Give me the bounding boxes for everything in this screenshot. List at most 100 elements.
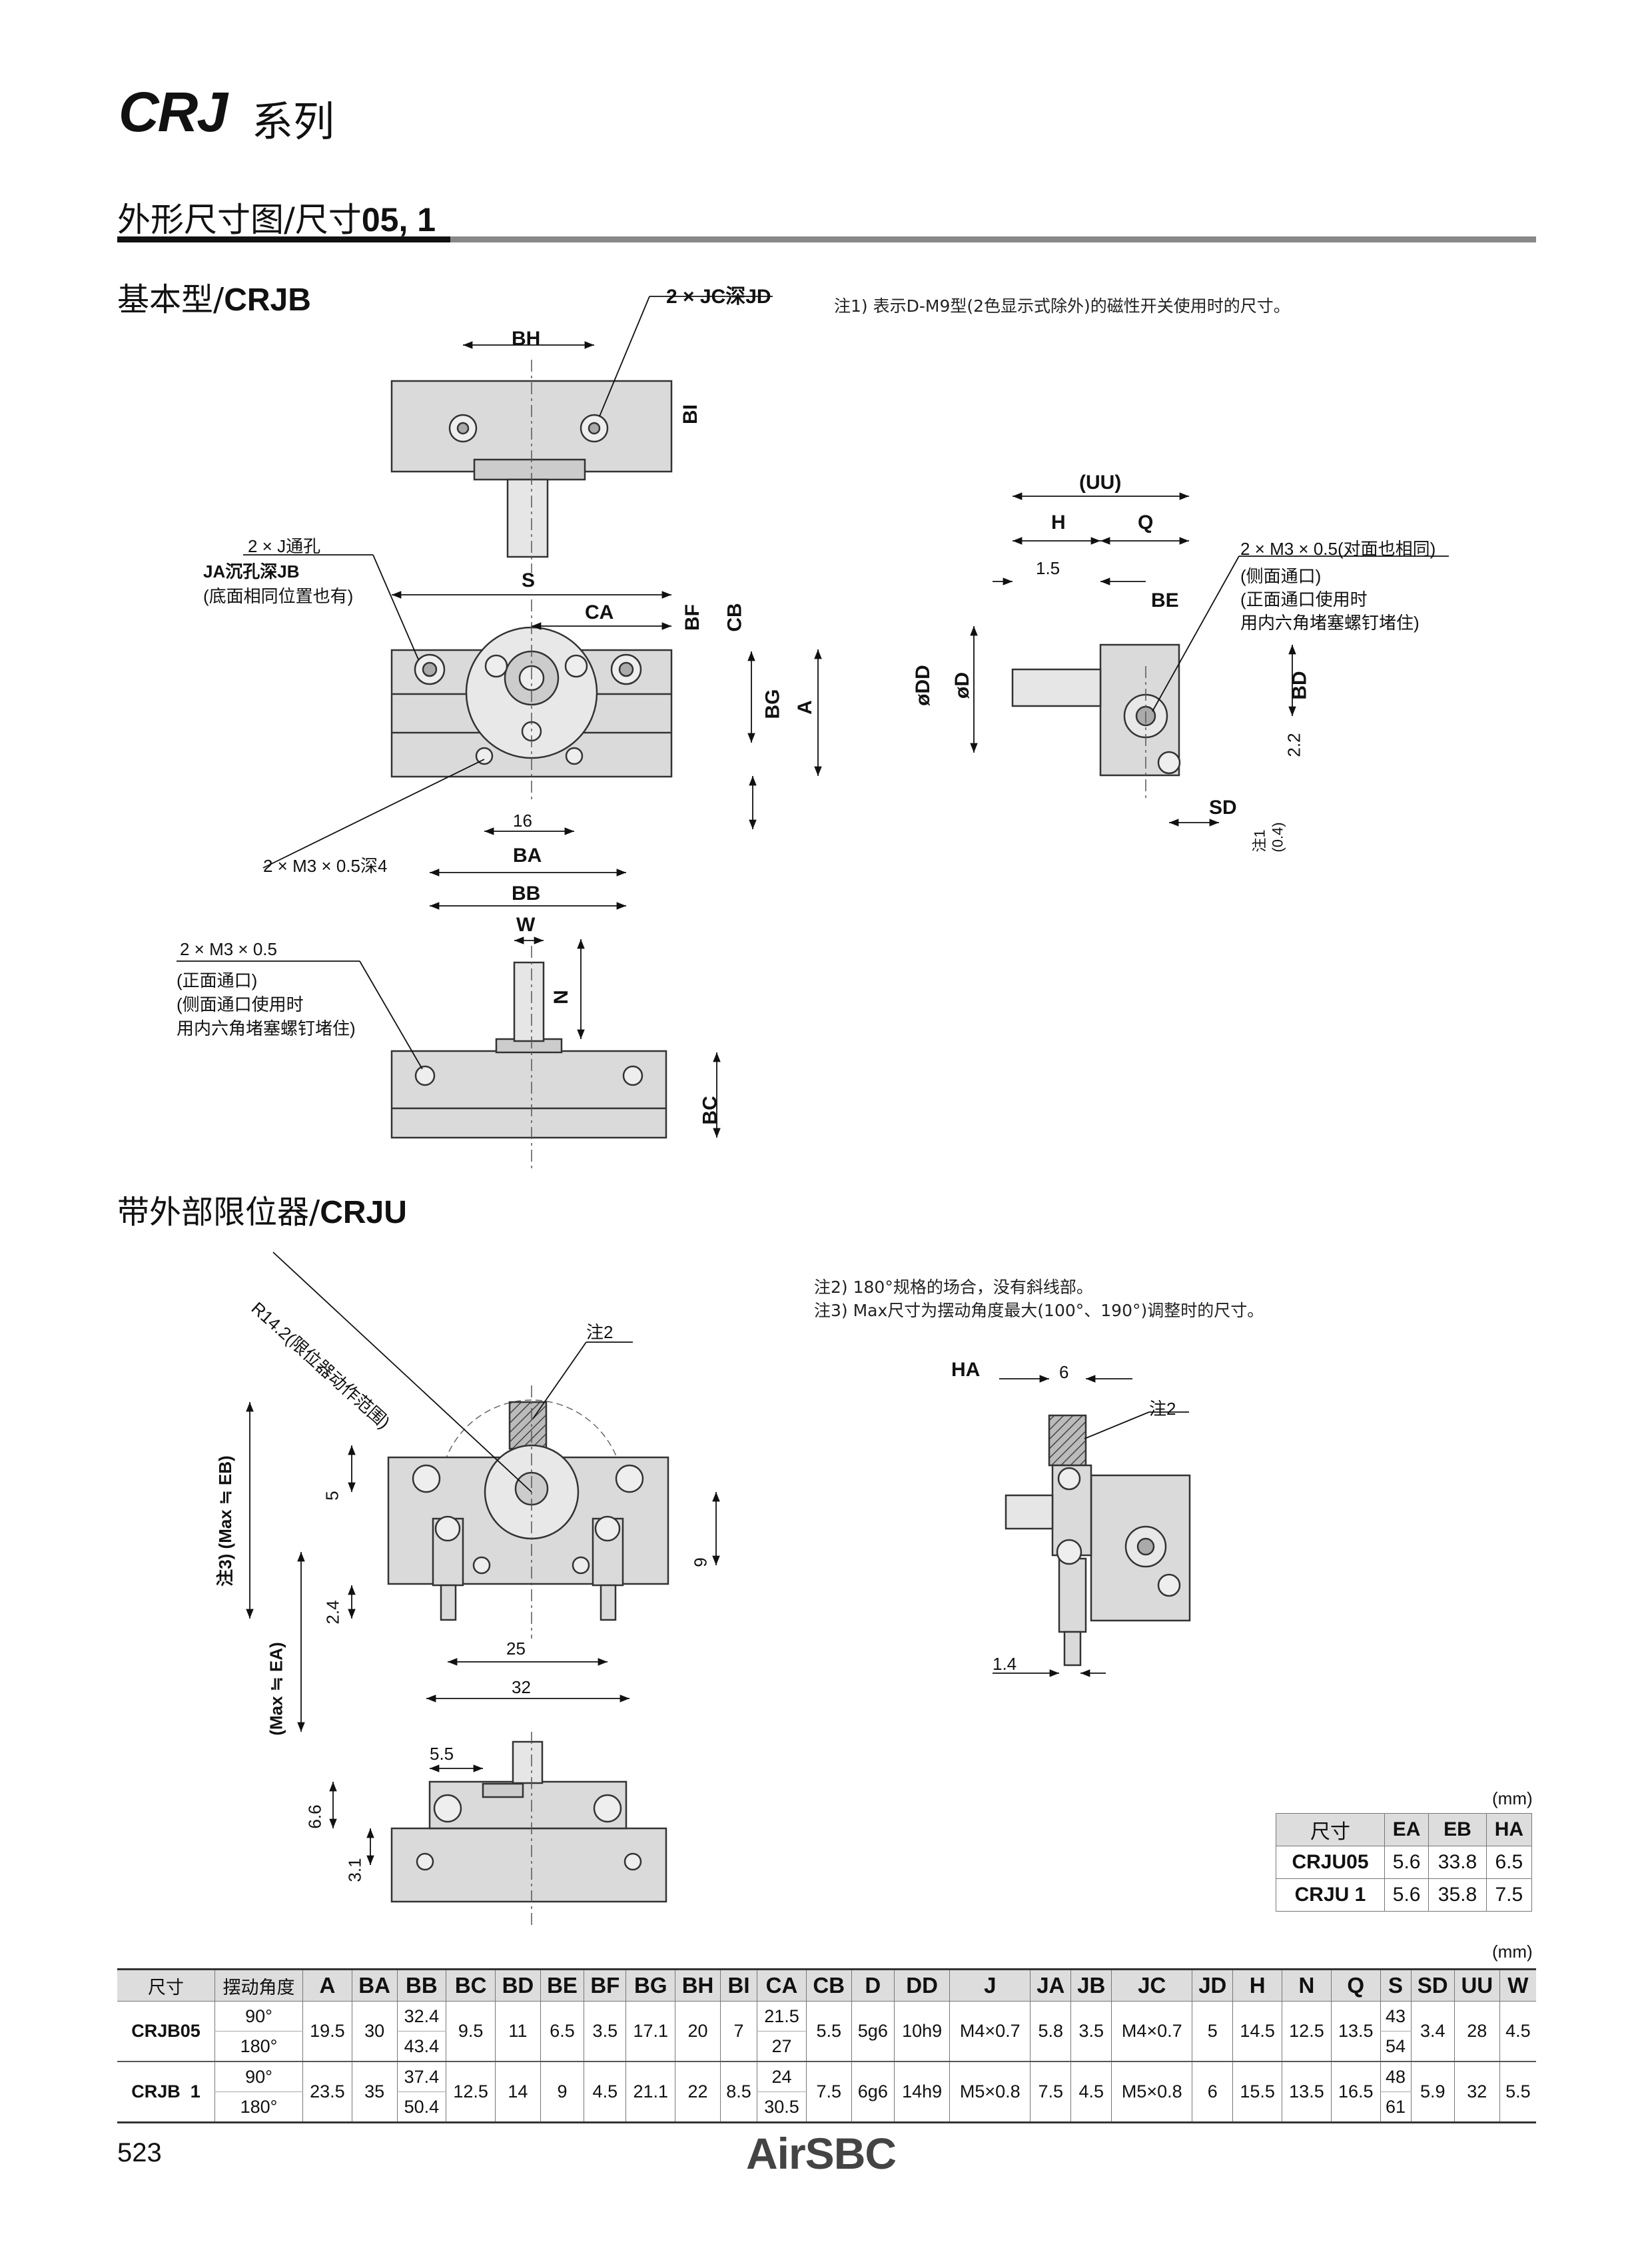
label-32: 32 xyxy=(512,1677,531,1697)
main-table-header: 尺寸 摆动角度 A BA BB BC BD BE BF BG BH BI CA … xyxy=(117,1968,1536,2002)
label-be: BE xyxy=(1151,589,1179,611)
label-note2-ref: 注2 xyxy=(586,1322,614,1342)
label-eb: 注3) (Max ≒ EB) xyxy=(214,1455,235,1587)
header-angle: 摆动角度 xyxy=(214,1968,303,2002)
header-n: N xyxy=(1282,1968,1332,2002)
label-ca: CA xyxy=(585,601,614,623)
ext-table-header: 尺寸 EA EB HA xyxy=(1276,1813,1533,1846)
label-a: A xyxy=(793,700,816,715)
table-row: CRJU05 5.6 33.8 6.5 xyxy=(1276,1846,1533,1879)
angle: 180° xyxy=(214,2091,303,2123)
header-jc: JC xyxy=(1111,1968,1192,2002)
label-bi: BI xyxy=(679,404,701,424)
label-m3-side: 2 × M3 × 0.5(对面也相同) xyxy=(1240,539,1436,559)
header-a: A xyxy=(302,1968,352,2002)
val-jc: M5×0.8 xyxy=(1111,2061,1192,2123)
val-q: 13.5 xyxy=(1330,2001,1381,2062)
label-5-5: 5.5 xyxy=(430,1744,454,1764)
val-ca: 27 xyxy=(757,2031,807,2062)
val-bh: 22 xyxy=(675,2061,721,2123)
val-cb: 5.5 xyxy=(805,2001,852,2062)
val-ba: 30 xyxy=(351,2001,397,2062)
val-ca: 24 xyxy=(757,2061,807,2092)
table-row: CRJB 1 90° 23.5 35 37.4 12.5 14 9 4.5 21… xyxy=(117,2061,1536,2123)
header-cb: CB xyxy=(805,1968,852,2002)
header-j: J xyxy=(949,1968,1031,2002)
val-bf: 4.5 xyxy=(584,2061,626,2123)
header-bc: BC xyxy=(446,1968,496,2002)
header-q: Q xyxy=(1330,1968,1381,2002)
val-j: M5×0.8 xyxy=(949,2061,1031,2123)
stopper-heading-cn: 带外部限位器/ xyxy=(117,1194,320,1231)
label-bc: BC xyxy=(699,1096,721,1125)
section-title-cn: 外形尺寸图/尺寸 xyxy=(117,200,362,239)
val-dd: 14h9 xyxy=(894,2061,950,2123)
label-dd: øDD xyxy=(911,665,934,706)
header-bh: BH xyxy=(675,1968,721,2002)
ext-header-size: 尺寸 xyxy=(1276,1813,1385,1846)
ext-header-ea: EA xyxy=(1384,1813,1430,1846)
val-bb: 43.4 xyxy=(396,2031,446,2062)
label-bh: BH xyxy=(512,328,541,350)
ext-model: CRJU 1 xyxy=(1276,1878,1385,1912)
section-rule-dark xyxy=(117,236,450,242)
val-uu: 32 xyxy=(1453,2061,1500,2123)
table-row: CRJU 1 5.6 35.8 7.5 xyxy=(1276,1878,1533,1912)
label-1-5: 1.5 xyxy=(1036,558,1060,578)
val-uu: 28 xyxy=(1453,2001,1500,2062)
label-jc: 2 × JC深JD xyxy=(666,286,771,308)
val-bb: 50.4 xyxy=(396,2091,446,2123)
val-jd: 6 xyxy=(1192,2061,1233,2123)
label-ja: JA沉孔深JB xyxy=(203,561,300,581)
val-bg: 17.1 xyxy=(625,2001,675,2062)
ext-header-eb: EB xyxy=(1428,1813,1487,1846)
val-bd: 14 xyxy=(495,2061,541,2123)
val-sd: 5.9 xyxy=(1410,2061,1455,2123)
brand-logo: AirSBC xyxy=(746,2129,897,2178)
main-table-unit: (mm) xyxy=(1492,1942,1533,1962)
val-bc: 9.5 xyxy=(446,2001,496,2062)
ext-ea: 5.6 xyxy=(1384,1878,1430,1912)
series-suffix: 系列 xyxy=(252,97,335,146)
table-row: 180° 50.4 30.5 61 xyxy=(117,2091,1536,2123)
ext-ha: 6.5 xyxy=(1485,1846,1533,1879)
ext-dimension-table: 尺寸 EA EB HA CRJU05 5.6 33.8 6.5 CRJU 1 5… xyxy=(1276,1813,1533,1912)
section-title: 外形尺寸图/尺寸05, 1 xyxy=(117,193,436,241)
header-w: W xyxy=(1499,1968,1536,2002)
label-9: 9 xyxy=(690,1557,711,1567)
val-be: 9 xyxy=(540,2061,584,2123)
header-jd: JD xyxy=(1192,1968,1233,2002)
label-j-thru: 2 × J通孔 xyxy=(248,536,321,556)
val-h: 14.5 xyxy=(1232,2001,1282,2062)
label-cb: CB xyxy=(723,603,746,632)
label-25: 25 xyxy=(506,1639,526,1659)
val-h: 15.5 xyxy=(1232,2061,1282,2123)
label-front-port-use: (正面通口使用时 xyxy=(1240,589,1368,609)
label-bf: BF xyxy=(681,604,703,631)
header-be: BE xyxy=(540,1968,584,2002)
label-ea: (Max ≒ EA) xyxy=(266,1642,286,1736)
val-s: 61 xyxy=(1380,2091,1411,2123)
angle: 180° xyxy=(214,2031,303,2062)
val-bi: 7 xyxy=(719,2001,757,2062)
label-q: Q xyxy=(1138,512,1154,534)
basic-heading-cn: 基本型/ xyxy=(117,281,224,318)
header-bf: BF xyxy=(584,1968,626,2002)
val-bg: 21.1 xyxy=(625,2061,675,2123)
val-bd: 11 xyxy=(495,2001,541,2062)
label-3-1: 3.1 xyxy=(344,1858,365,1882)
label-6: 6 xyxy=(1059,1362,1069,1382)
label-m3-depth: 2 × M3 × 0.5深4 xyxy=(263,856,388,876)
main-dimension-table: 尺寸 摆动角度 A BA BB BC BD BE BF BG BH BI CA … xyxy=(117,1968,1536,2123)
header-jb: JB xyxy=(1070,1968,1112,2002)
val-s: 43 xyxy=(1380,2001,1411,2032)
val-s: 48 xyxy=(1380,2061,1411,2092)
label-s: S xyxy=(522,569,536,591)
model-name: CRJB05 xyxy=(117,2001,215,2062)
val-j: M4×0.7 xyxy=(949,2001,1031,2062)
section-title-sizes: 05, 1 xyxy=(361,201,436,238)
val-ja: 5.8 xyxy=(1030,2001,1071,2062)
val-bb: 37.4 xyxy=(396,2061,446,2092)
label-hex-plug-2: 用内六角堵塞螺钉堵住) xyxy=(1240,613,1420,633)
label-bd: BD xyxy=(1288,671,1311,700)
